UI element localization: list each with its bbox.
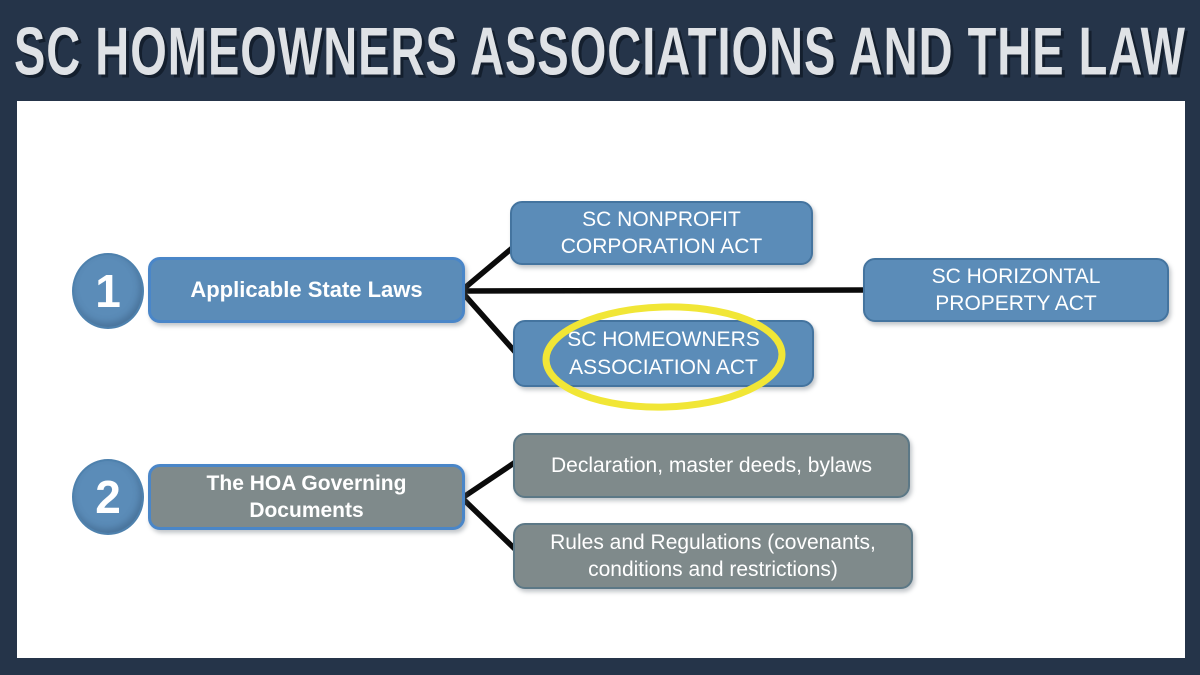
step-1-number: 1: [95, 265, 121, 317]
node-hoa-governing-documents: The HOA Governing Documents: [148, 464, 465, 530]
node-rules-and-regulations: Rules and Regulations (covenants, condit…: [513, 523, 913, 589]
step-2-number: 2: [95, 471, 121, 523]
node-rules-and-regulations-label: Rules and Regulations (covenants, condit…: [550, 530, 876, 581]
node-sc-horizontal-property-act-label: SC HORIZONTAL PROPERTY ACT: [931, 264, 1101, 315]
node-sc-nonprofit-corporation-act-label: SC NONPROFIT CORPORATION ACT: [560, 207, 763, 258]
node-sc-horizontal-property-act: SC HORIZONTAL PROPERTY ACT: [863, 258, 1169, 322]
step-1-circle: 1: [72, 253, 144, 329]
slide-title: SC HOMEOWNERS ASSOCIATIONS AND THE LAW: [13, 12, 1187, 89]
node-declaration-master-deeds-bylaws-label: Declaration, master deeds, bylaws: [551, 453, 872, 477]
node-hoa-governing-documents-label: The HOA Governing Documents: [206, 471, 407, 522]
node-sc-nonprofit-corporation-act: SC NONPROFIT CORPORATION ACT: [510, 201, 813, 265]
node-declaration-master-deeds-bylaws: Declaration, master deeds, bylaws: [513, 433, 910, 498]
step-2-circle: 2: [72, 459, 144, 535]
node-applicable-state-laws: Applicable State Laws: [148, 257, 465, 323]
node-sc-homeowners-association-act-label: SC HOMEOWNERS ASSOCIATION ACT: [567, 328, 760, 379]
node-sc-homeowners-association-act: SC HOMEOWNERS ASSOCIATION ACT: [513, 320, 814, 387]
title-band: SC HOMEOWNERS ASSOCIATIONS AND THE LAW: [0, 0, 1200, 101]
node-applicable-state-laws-label: Applicable State Laws: [190, 276, 423, 302]
